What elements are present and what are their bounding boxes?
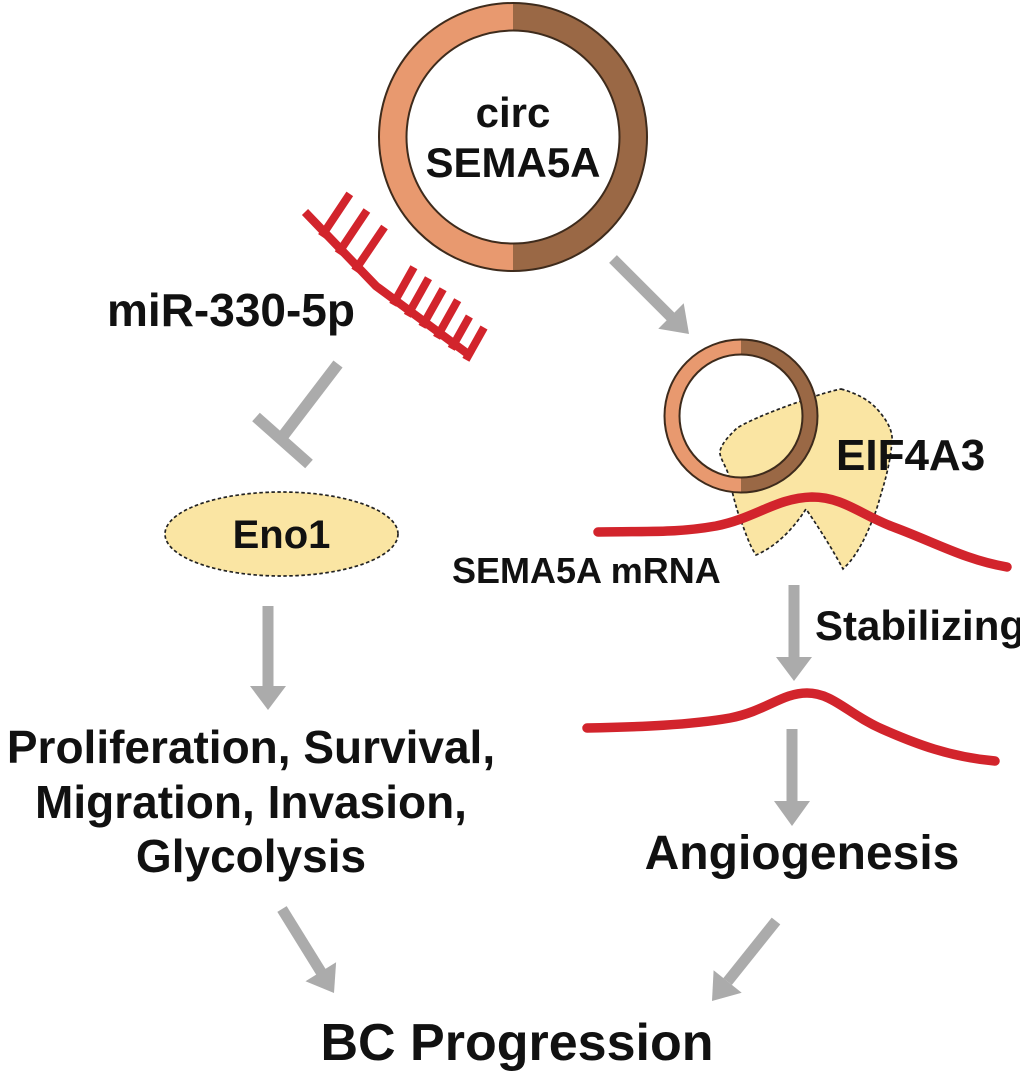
svg-text:Stabilizing: Stabilizing (815, 602, 1020, 649)
svg-text:miR-330-5p: miR-330-5p (107, 284, 355, 336)
svg-text:Migration, Invasion,: Migration, Invasion, (35, 776, 467, 828)
svg-text:SEMA5A mRNA: SEMA5A mRNA (452, 550, 721, 591)
svg-text:EIF4A3: EIF4A3 (836, 431, 985, 480)
svg-text:SEMA5A: SEMA5A (425, 139, 600, 186)
svg-text:Glycolysis: Glycolysis (136, 830, 366, 882)
svg-text:Angiogenesis: Angiogenesis (645, 827, 960, 880)
svg-text:Proliferation, Survival,: Proliferation, Survival, (7, 721, 495, 773)
svg-text:circ: circ (476, 89, 551, 136)
svg-text:BC Progression: BC Progression (321, 1014, 714, 1072)
svg-text:Eno1: Eno1 (233, 513, 331, 557)
